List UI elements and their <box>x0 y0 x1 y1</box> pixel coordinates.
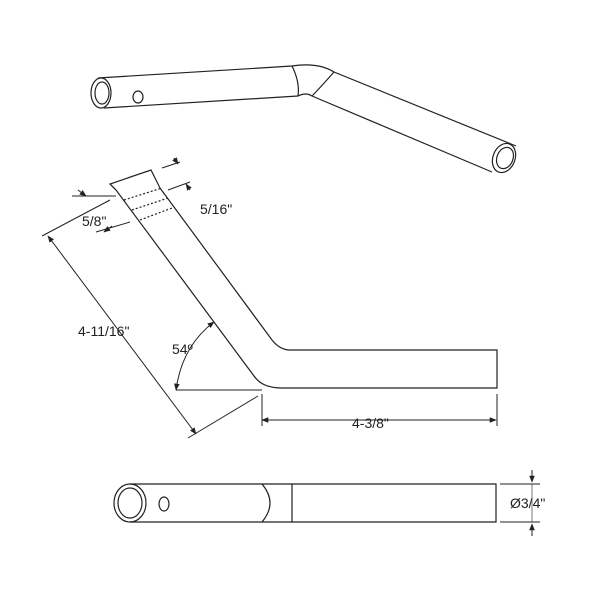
iso-right-end-inner <box>495 146 515 170</box>
top-left-end-inner <box>117 487 143 519</box>
top-hole <box>158 496 170 512</box>
label-bend-angle: 54º <box>172 341 193 357</box>
iso-left-end <box>90 77 112 109</box>
top-left-end <box>113 483 147 523</box>
label-end-offset: 5/8" <box>82 213 106 229</box>
label-upper-leg: 4-11/16" <box>78 323 129 339</box>
dim-end-offset-ext2 <box>95 221 131 233</box>
side-tube-outline <box>115 187 498 389</box>
top-bend-curve <box>261 483 271 523</box>
iso-hole <box>132 90 144 104</box>
side-dimensions <box>41 157 498 439</box>
iso-bend-seam <box>291 65 299 97</box>
top-tube-outline <box>130 483 497 523</box>
dim-end-width-ext2 <box>167 181 191 191</box>
isometric-view <box>90 64 517 174</box>
dim-upper-leg-ext2 <box>187 395 259 439</box>
side-tube-end-top <box>108 169 161 191</box>
label-lower-leg: 4-3/8" <box>352 415 389 431</box>
dim-upper-leg-line <box>47 235 197 435</box>
dim-end-offset-arrow2 <box>103 225 113 233</box>
dim-end-offset-arrow1 <box>77 189 87 197</box>
side-end-cut <box>109 183 117 191</box>
top-view <box>113 483 497 523</box>
dim-upper-leg-ext1 <box>41 199 111 237</box>
label-diameter: Ø3/4" <box>510 495 545 511</box>
dim-angle-arc <box>174 321 215 391</box>
side-end-notch <box>123 187 173 221</box>
dim-end-width-arrow1 <box>172 157 179 165</box>
iso-right-end <box>491 142 517 174</box>
iso-bend-seam-2 <box>311 71 335 97</box>
label-end-width: 5/16" <box>200 201 232 217</box>
top-dimensions <box>500 470 540 536</box>
iso-tube-outline <box>97 64 517 173</box>
dim-end-width-arrow2 <box>185 183 192 191</box>
iso-left-end-inner <box>94 81 110 105</box>
side-view <box>108 169 498 389</box>
